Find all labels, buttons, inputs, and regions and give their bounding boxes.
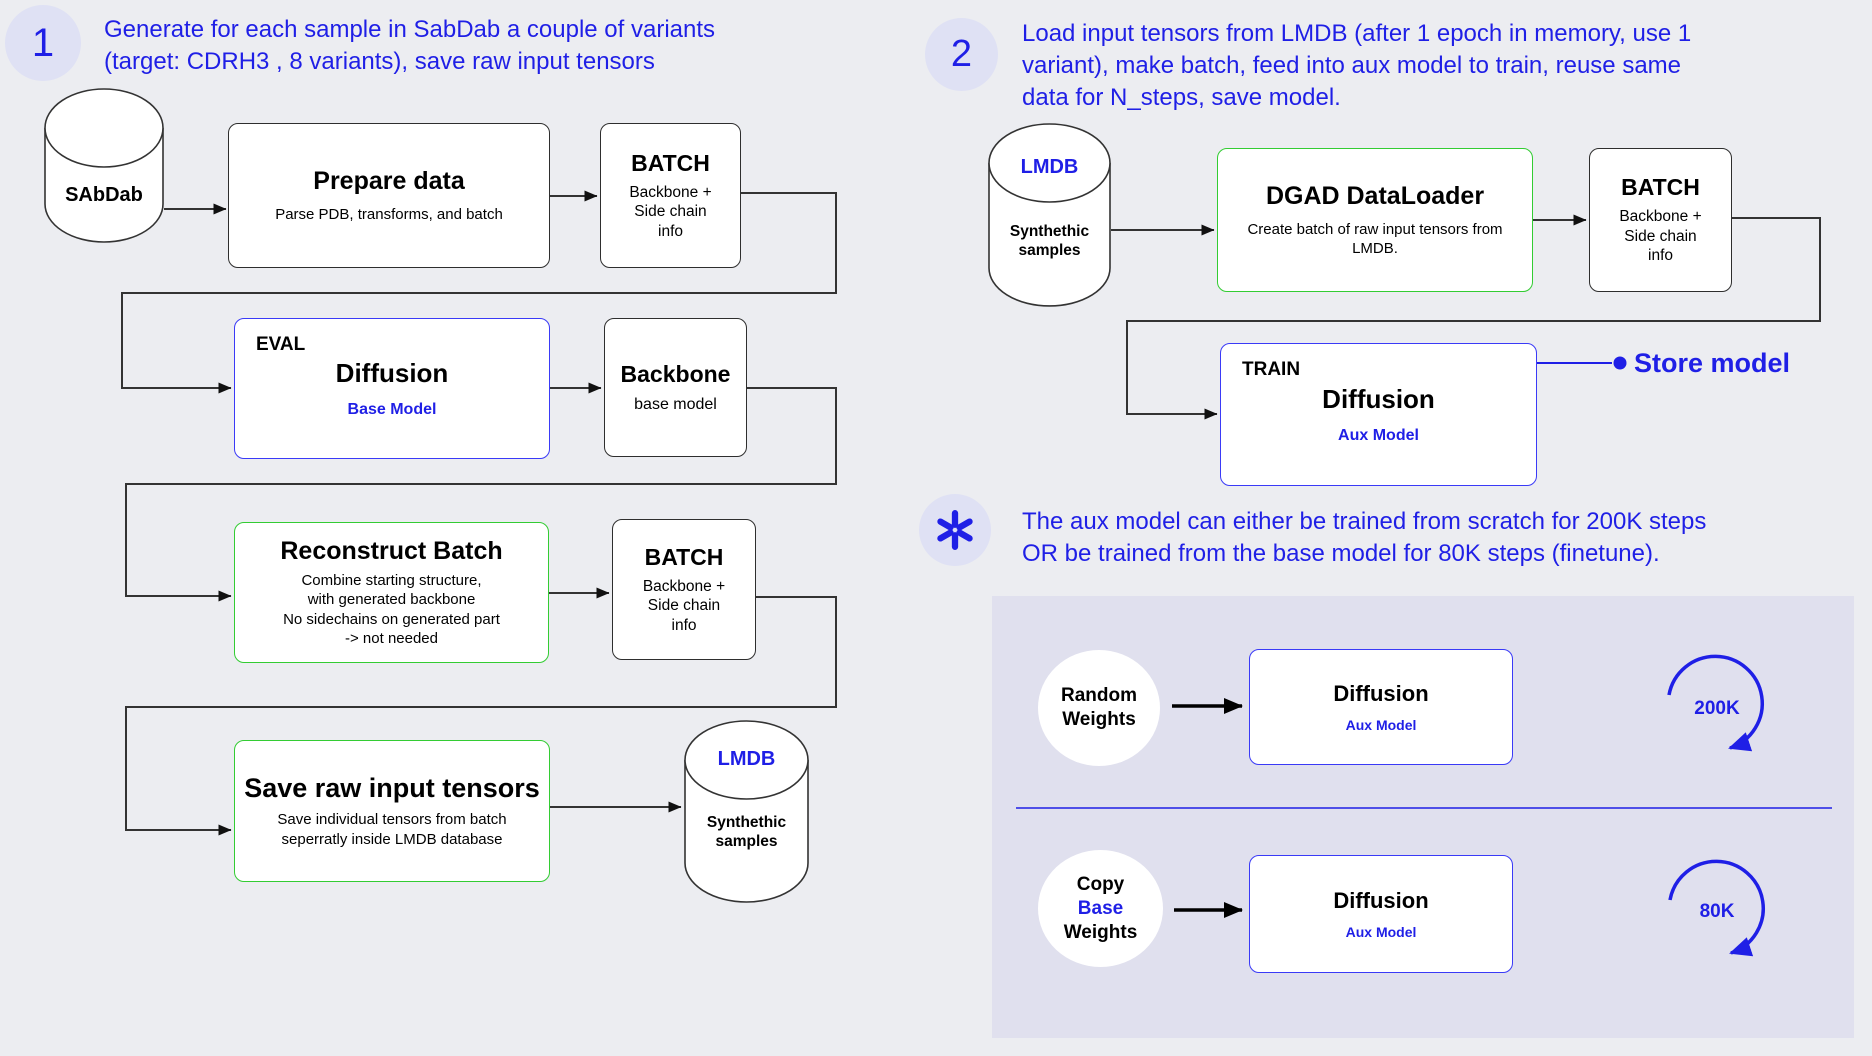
node-subtitle: Combine starting structure, with generat… — [283, 571, 500, 648]
mode-tag: TRAIN — [1242, 359, 1301, 380]
cylinder-icon — [988, 123, 1111, 307]
node-subtitle: Backbone + Side chain info — [642, 577, 726, 634]
model-variant-label: Aux Model — [1338, 427, 1419, 444]
edge-batch3-to-train — [1126, 217, 1821, 420]
cylinder-icon — [684, 720, 809, 903]
lmdb-database-input: LMDB Synthethic samples — [988, 123, 1111, 308]
mode-tag: EVAL — [256, 334, 306, 355]
loop-80k-label: 80K — [1699, 901, 1735, 922]
node-title: Backbone — [620, 360, 731, 387]
loop-200k-label: 200K — [1694, 698, 1740, 719]
edge-batch2-to-save — [125, 596, 837, 836]
step-1-heading: Generate for each sample in SabDab a cou… — [104, 16, 716, 75]
node-save-raw-tensors: Save raw input tensors Save individual t… — [234, 740, 550, 882]
node-batch-3: BATCH Backbone + Side chain info — [1589, 148, 1732, 292]
node-eval-diffusion: EVAL Diffusion Base Model — [234, 318, 550, 459]
node-title: Save raw input tensors — [244, 773, 540, 803]
node-diffusion-scratch: Diffusion Aux Model — [1249, 649, 1513, 765]
step-2-badge: 2 — [925, 18, 998, 91]
node-train-diffusion: TRAIN Diffusion Aux Model — [1220, 343, 1537, 486]
node-subtitle: Backbone + Side chain info — [1619, 208, 1702, 265]
node-batch-2: BATCH Backbone + Side chain info — [612, 519, 756, 660]
model-variant-label: Base Model — [347, 401, 437, 418]
cylinder-icon — [44, 88, 164, 243]
node-title: DGAD DataLoader — [1265, 181, 1485, 210]
node-dgad-dataloader: DGAD DataLoader Create batch of raw inpu… — [1217, 148, 1533, 292]
source-label-line-base: Base — [1077, 897, 1124, 919]
sabdab-database: SAbDab — [44, 88, 164, 243]
source-label-line: Weights — [1062, 709, 1136, 730]
node-batch-1: BATCH Backbone + Side chain info — [600, 123, 741, 268]
node-title: Diffusion — [1333, 888, 1429, 913]
node-subtitle: Save individual tensors from batch seper… — [277, 811, 507, 848]
node-title: BATCH — [1621, 174, 1700, 201]
model-variant-label: Aux Model — [1345, 717, 1417, 733]
store-model-label: Store model — [1634, 348, 1791, 378]
step-1-badge: 1 — [5, 5, 81, 81]
lmdb-database-output: LMDB Synthethic samples — [684, 720, 809, 903]
node-backbone: Backbone base model — [604, 318, 747, 457]
asterisk-icon — [937, 510, 973, 550]
node-title: Reconstruct Batch — [280, 536, 503, 565]
node-subtitle: Backbone + Side chain info — [629, 183, 712, 240]
node-prepare-data: Prepare data Parse PDB, transforms, and … — [228, 123, 550, 268]
database-label: Synthethic samples — [1009, 223, 1090, 259]
node-diffusion-finetune: Diffusion Aux Model — [1249, 855, 1513, 973]
node-subtitle: base model — [634, 395, 717, 413]
node-title: BATCH — [631, 149, 710, 176]
database-label: SAbDab — [65, 184, 143, 206]
node-title: Diffusion — [1333, 681, 1429, 706]
random-weights-node: Random Weights — [1038, 650, 1160, 766]
node-title: Diffusion — [335, 358, 449, 388]
store-bullet-icon — [1613, 356, 1627, 370]
node-subtitle: Parse PDB, transforms, and batch — [275, 205, 503, 223]
node-title: BATCH — [644, 543, 724, 570]
note-badge — [919, 494, 991, 566]
step-2-heading: Load input tensors from LMDB (after 1 ep… — [1022, 20, 1692, 111]
copy-base-weights-node: Copy Base Weights — [1038, 850, 1163, 967]
database-name: LMDB — [717, 748, 776, 770]
node-subtitle: Create batch of raw input tensors from L… — [1247, 220, 1503, 258]
database-label: Synthethic samples — [706, 814, 787, 850]
source-label-line: Random — [1061, 685, 1137, 706]
loop-80k-icon — [1668, 859, 1765, 957]
step-1-number: 1 — [31, 20, 55, 65]
loop-200k-icon — [1667, 654, 1764, 752]
node-title: Diffusion — [1322, 384, 1435, 414]
model-variant-label: Aux Model — [1345, 924, 1417, 940]
node-reconstruct-batch: Reconstruct Batch Combine starting struc… — [234, 522, 549, 663]
edge-batch1-to-eval — [121, 192, 837, 394]
source-label-line: Weights — [1063, 921, 1138, 943]
source-label-line: Copy — [1076, 873, 1125, 895]
database-name: LMDB — [1020, 156, 1079, 178]
node-title: Prepare data — [313, 166, 465, 195]
note-text: The aux model can either be trained from… — [1022, 508, 1707, 567]
step-2-number: 2 — [950, 33, 973, 75]
edge-backbone-to-reconstruct — [125, 387, 837, 602]
